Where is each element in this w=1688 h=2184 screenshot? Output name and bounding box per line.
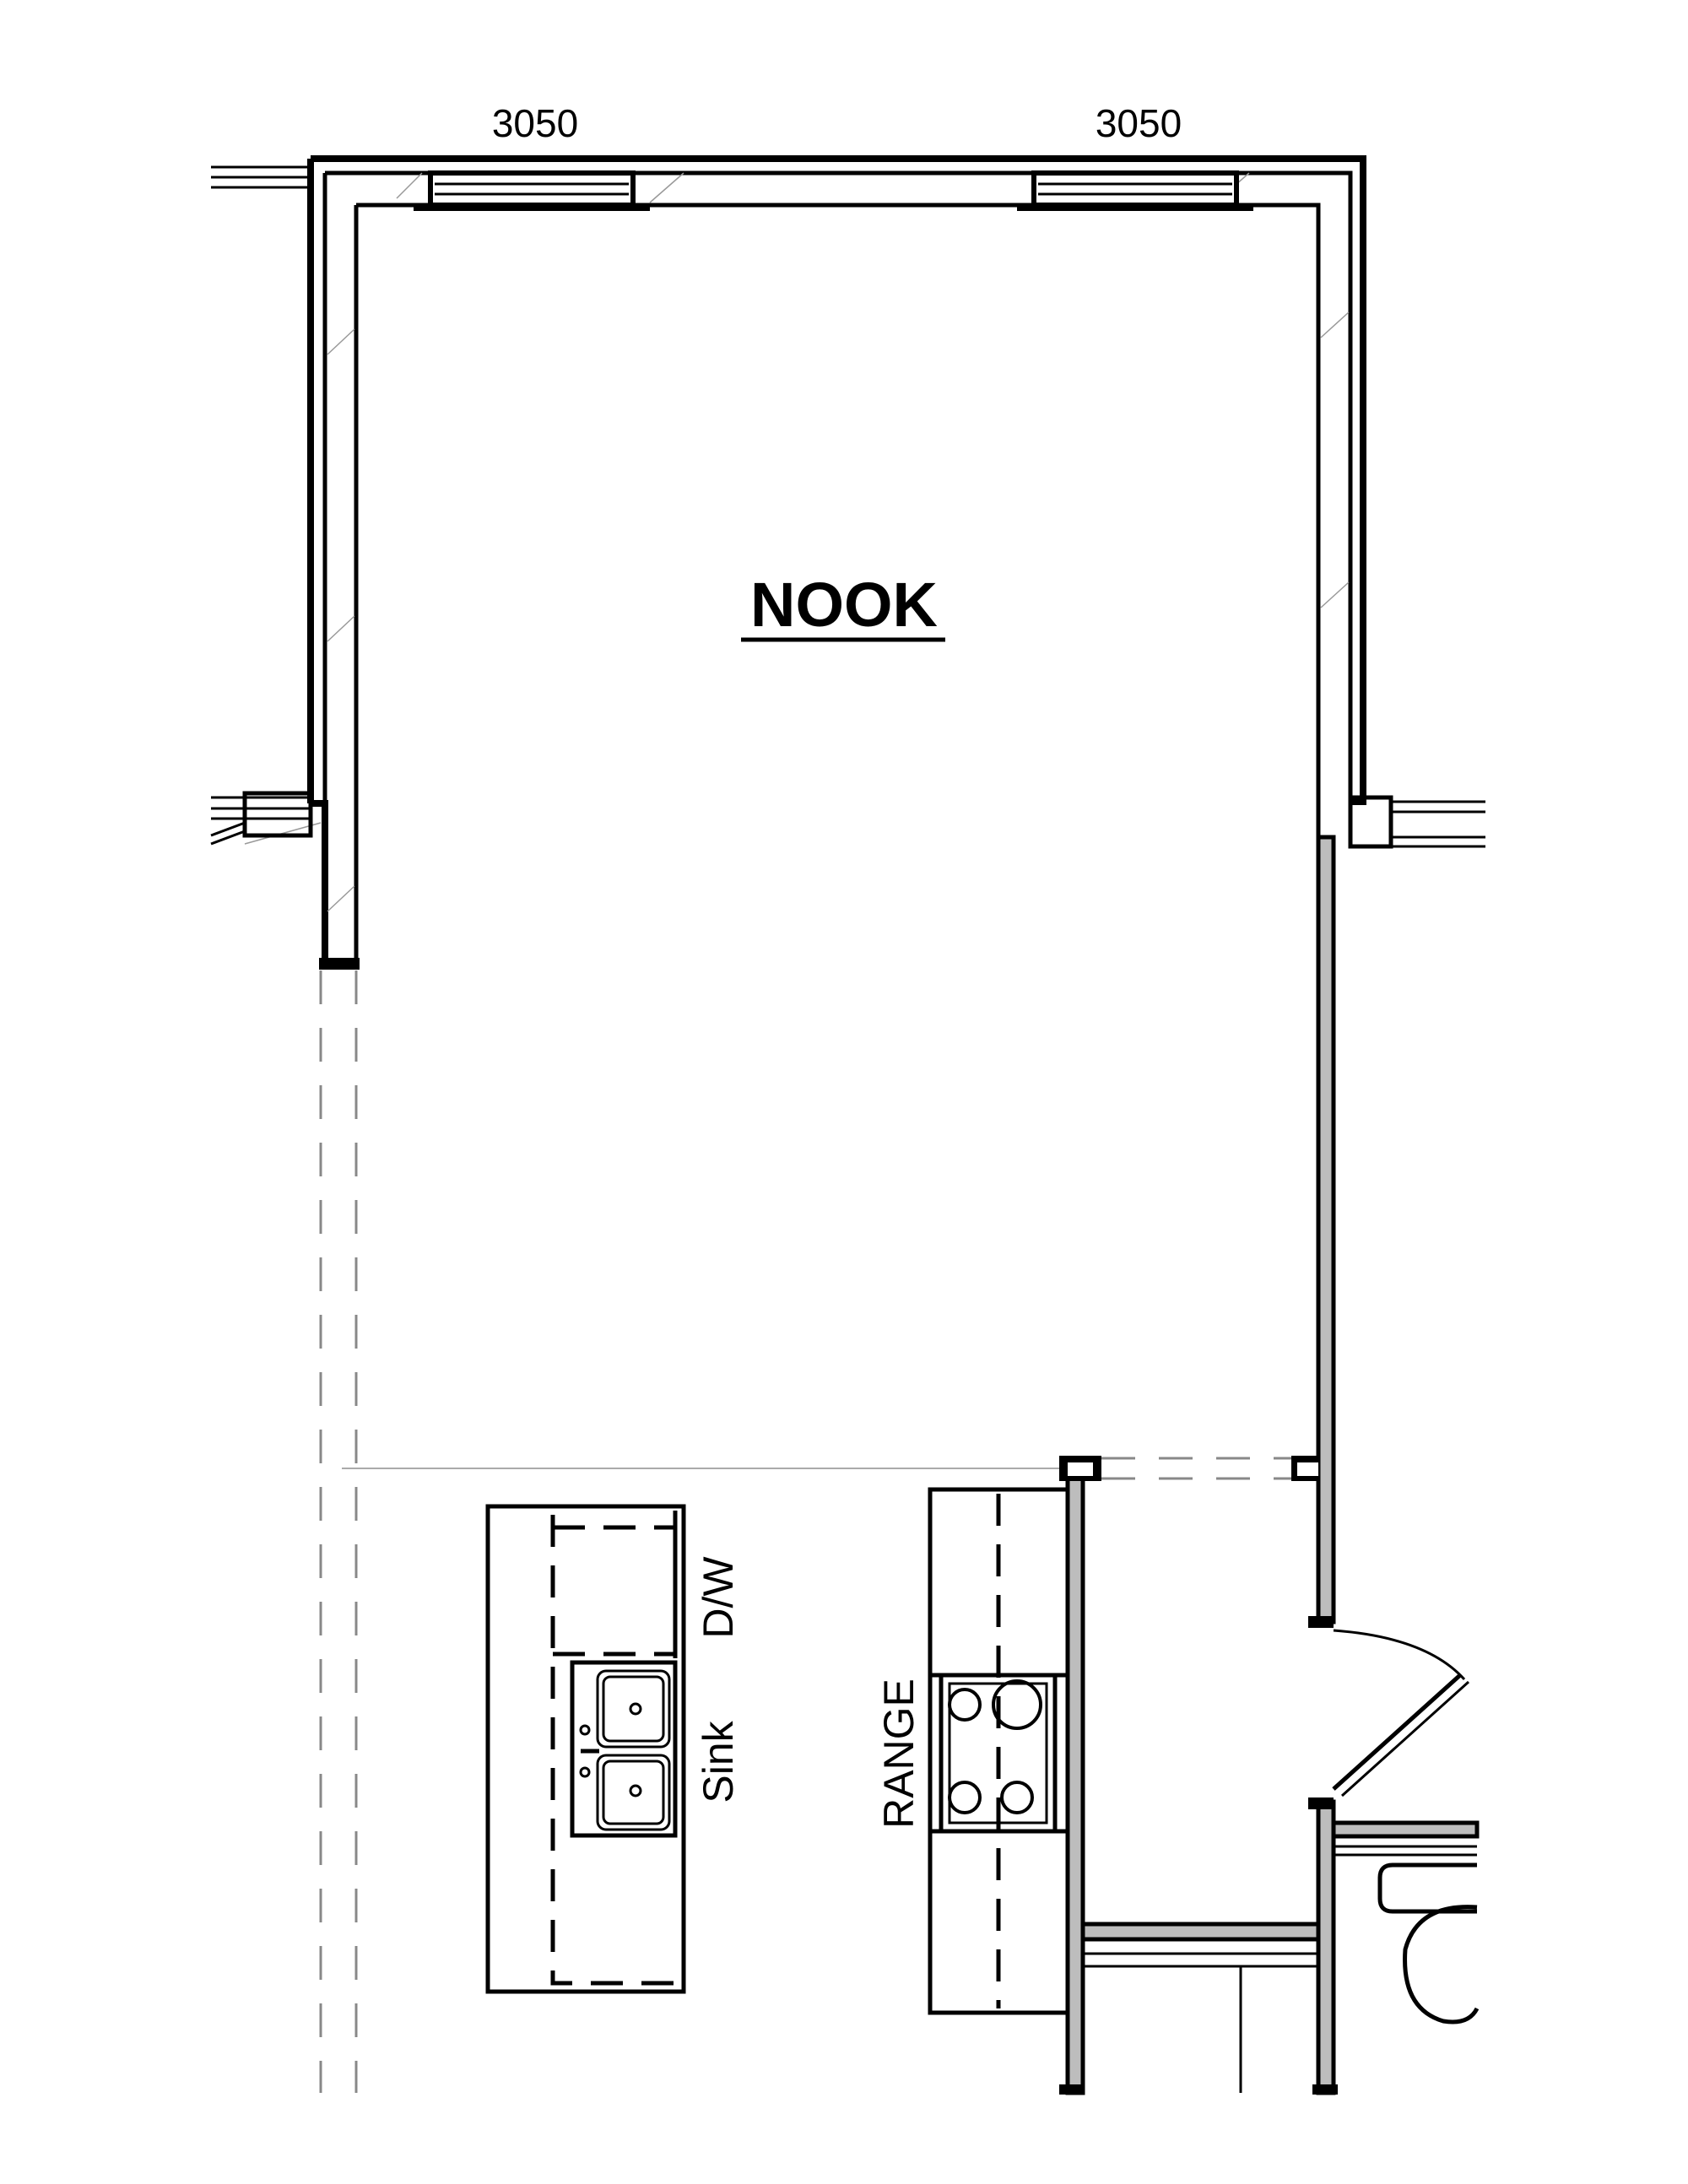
- interior-walls: [1059, 835, 1480, 2095]
- door: [1332, 1629, 1470, 1797]
- sink-label: Sink: [695, 1720, 742, 1803]
- exterior-wall-left-stub-mid: [210, 791, 313, 846]
- range-label: RANGE: [875, 1679, 922, 1829]
- dashed-boundaries: [319, 970, 1291, 2093]
- window-right: [1017, 170, 1253, 211]
- dishwasher-label: D/W: [695, 1556, 742, 1639]
- window-label-right: 3050: [1096, 101, 1182, 145]
- island: [485, 1504, 686, 1994]
- window-left: [414, 170, 650, 211]
- toilet: [1377, 1862, 1480, 2025]
- range: [939, 1673, 1058, 1834]
- room-name: NOOK: [750, 570, 938, 640]
- window-label-left: 3050: [492, 101, 578, 145]
- sink: [570, 1660, 678, 1838]
- exterior-walls: [244, 155, 1366, 970]
- exterior-wall-right-stub: [1348, 795, 1485, 849]
- exterior-wall-left-stub-top: [211, 165, 311, 189]
